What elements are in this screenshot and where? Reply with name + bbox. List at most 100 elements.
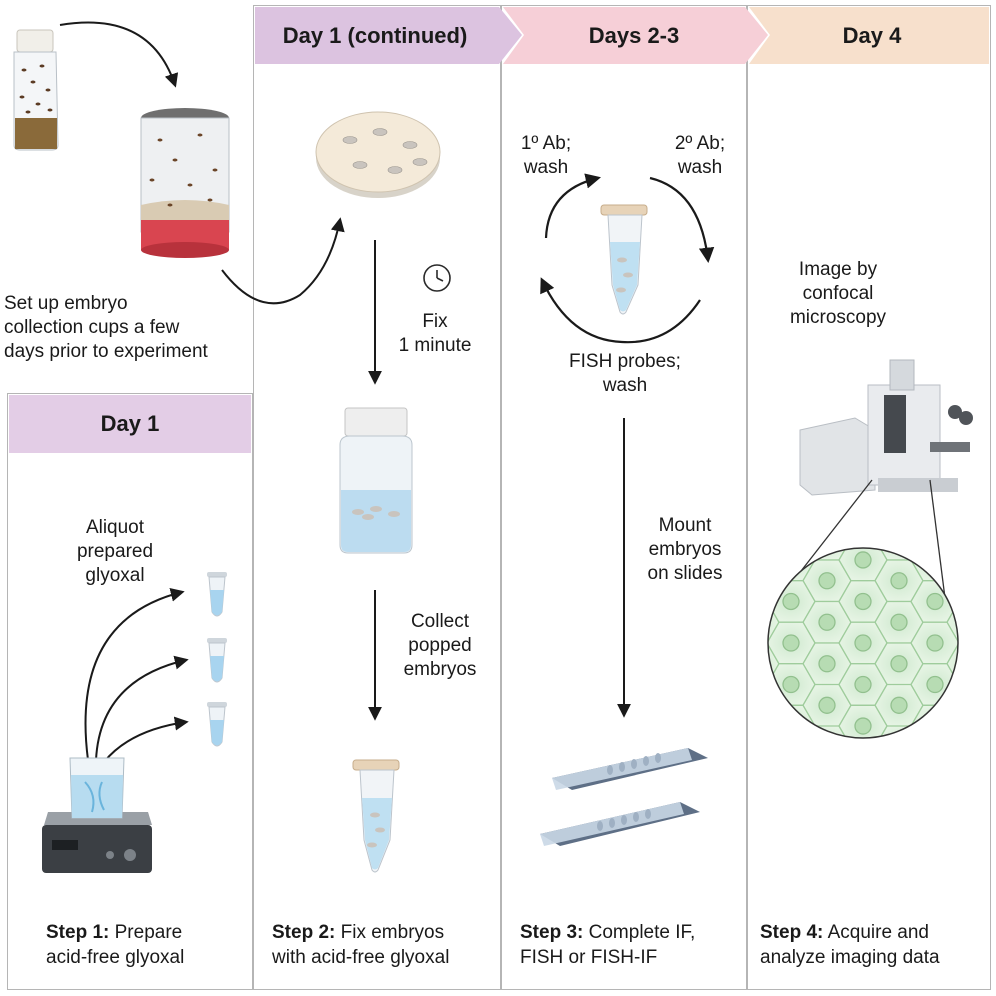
cell-nucleus xyxy=(927,801,943,817)
cell xyxy=(983,747,996,789)
cell-nucleus xyxy=(927,760,943,776)
cell-nucleus xyxy=(711,677,727,693)
cell-nucleus xyxy=(747,573,763,589)
cell xyxy=(695,415,743,457)
cell-nucleus xyxy=(855,510,871,526)
cell-nucleus xyxy=(963,697,979,713)
cell xyxy=(803,851,851,893)
cell xyxy=(768,725,780,738)
cell xyxy=(947,851,995,893)
label-fish-probes: FISH probes; wash xyxy=(569,351,681,396)
cell xyxy=(659,643,707,685)
cell xyxy=(731,768,779,810)
cell xyxy=(983,622,996,664)
cell-nucleus xyxy=(891,863,907,879)
cell xyxy=(839,830,887,872)
arrow-aliquot-2 xyxy=(95,655,189,761)
cell xyxy=(659,477,707,519)
cell xyxy=(875,768,923,810)
cell-nucleus xyxy=(782,592,800,611)
cell-nucleus xyxy=(675,822,691,838)
label-mount: Mount embryos on slides xyxy=(647,515,723,584)
cell xyxy=(695,830,743,872)
cell xyxy=(947,768,995,810)
cell-nucleus xyxy=(818,572,836,590)
cell-nucleus xyxy=(963,822,979,838)
cell-nucleus xyxy=(854,551,872,569)
cell-nucleus xyxy=(675,863,691,879)
cell xyxy=(911,788,959,830)
cell xyxy=(695,664,743,706)
fly-vial-icon xyxy=(13,29,59,151)
cell-nucleus xyxy=(855,843,871,859)
arrow-aliquot-3 xyxy=(103,716,189,763)
cell-nucleus xyxy=(855,801,871,817)
cell xyxy=(983,539,996,581)
cell-nucleus xyxy=(747,697,763,713)
cell-nucleus xyxy=(891,822,907,838)
cell xyxy=(946,683,958,727)
cell xyxy=(946,725,958,738)
cell-nucleus xyxy=(747,490,763,506)
fixative-bottle-icon xyxy=(339,407,413,554)
cell-nucleus xyxy=(711,843,727,859)
cell xyxy=(695,788,743,830)
cell-nucleus xyxy=(819,780,835,796)
cell-nucleus xyxy=(854,675,872,694)
arrow-cup-to-petri xyxy=(221,217,345,305)
cell xyxy=(983,498,996,540)
arrow-vial-to-cup xyxy=(59,21,179,88)
cell xyxy=(875,809,923,851)
cell-nucleus xyxy=(711,760,727,776)
confocal-microscope-icon xyxy=(799,359,973,496)
cell xyxy=(839,498,887,540)
cell xyxy=(731,435,779,477)
cell-nucleus xyxy=(747,656,763,672)
cell-nucleus xyxy=(675,490,691,506)
microscope-slide-icon xyxy=(540,748,708,846)
header-days2-3: Days 2-3 xyxy=(588,22,680,48)
cell xyxy=(983,830,996,872)
cell-nucleus xyxy=(926,634,944,652)
cell-nucleus xyxy=(963,490,979,506)
zoom-line-right xyxy=(929,479,946,599)
cell-nucleus xyxy=(783,760,799,776)
cell xyxy=(659,602,707,644)
cell-nucleus xyxy=(963,863,979,879)
label-image: Image by confocal microscopy xyxy=(789,259,887,328)
cell-nucleus xyxy=(891,739,907,755)
cell-nucleus xyxy=(675,697,691,713)
cell-nucleus xyxy=(963,656,979,672)
cell xyxy=(695,747,743,789)
cell xyxy=(695,622,743,664)
cell-nucleus xyxy=(890,613,908,631)
cell-nucleus xyxy=(747,448,763,464)
header-day1: Day 1 xyxy=(100,411,160,436)
cell-nucleus xyxy=(782,675,800,694)
cell xyxy=(659,685,707,727)
cell xyxy=(659,435,707,477)
cell-nucleus xyxy=(747,780,763,796)
cell xyxy=(803,809,851,851)
cell-nucleus xyxy=(747,822,763,838)
cell-nucleus xyxy=(963,531,979,547)
petri-dish-icon xyxy=(315,111,441,198)
cell xyxy=(659,768,707,810)
step-4: Step 4: Acquire and analyze imaging data xyxy=(760,922,940,968)
cell xyxy=(659,851,707,893)
cell xyxy=(983,788,996,830)
cell-nucleus xyxy=(711,427,727,443)
step-2: Step 2: Fix embryos with acid-free glyox… xyxy=(272,922,450,968)
cell-nucleus xyxy=(890,696,908,714)
cell-nucleus xyxy=(711,593,727,609)
cell xyxy=(695,705,743,747)
cell-nucleus xyxy=(711,469,727,485)
cell-nucleus xyxy=(854,634,872,652)
step-1: Step 1: Prepare acid-free glyoxal xyxy=(46,922,185,968)
small-tubes-icon xyxy=(207,572,227,747)
cycle-arrows-icon xyxy=(540,173,715,344)
cell-nucleus xyxy=(747,531,763,547)
cell xyxy=(947,435,995,477)
label-setup: Set up embryo collection cups a few days… xyxy=(4,293,208,362)
